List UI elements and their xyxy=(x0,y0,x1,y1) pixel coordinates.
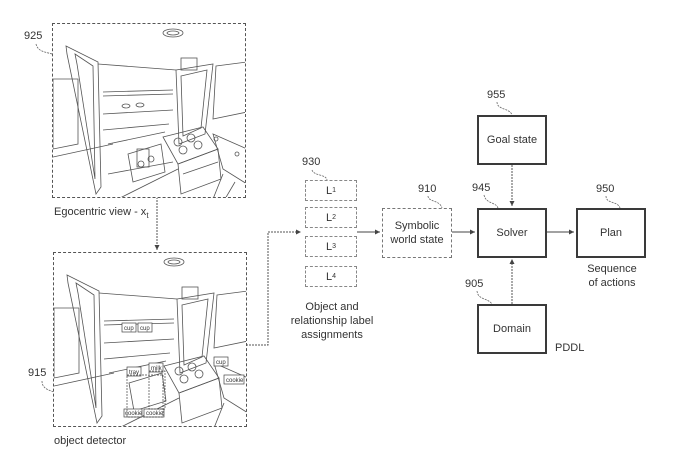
leader-910 xyxy=(427,195,443,209)
leader-945 xyxy=(483,194,499,209)
ref-945: 945 xyxy=(472,182,491,194)
arrow-detector-to-labels xyxy=(246,229,301,346)
caption-line: relationship label xyxy=(290,315,374,327)
detection-label: cup xyxy=(216,360,226,366)
symbolic-world-state-box: Symbolic world state xyxy=(382,208,452,258)
detection-label: milk xyxy=(151,366,163,372)
ref-910: 910 xyxy=(418,183,437,195)
label-letter: L xyxy=(325,211,333,224)
domain-box: Domain xyxy=(477,304,547,354)
egocentric-view-caption-text: Egocentric view - x xyxy=(54,206,147,218)
ref-950: 950 xyxy=(596,183,615,195)
detection-label: cup xyxy=(140,326,150,332)
caption-line: Object and xyxy=(305,301,359,313)
box-text-line: Symbolic xyxy=(394,220,440,232)
label-letter: L xyxy=(325,184,333,197)
ref-955: 955 xyxy=(487,89,506,101)
label-subscript: 4 xyxy=(332,273,337,280)
domain-label: Domain xyxy=(493,323,531,335)
solver-box: Solver xyxy=(477,208,547,258)
ref-915: 915 xyxy=(28,367,47,379)
label-letter: L xyxy=(325,240,333,253)
plan-caption: Sequence of actions xyxy=(578,262,646,290)
detection-box xyxy=(137,322,153,333)
ref-925: 925 xyxy=(24,30,43,42)
leader-950 xyxy=(605,195,621,209)
egocentric-view-caption-subscript: t xyxy=(146,211,149,221)
detection-box xyxy=(126,366,142,377)
detection-label: cookie xyxy=(146,411,164,417)
detection-label: tray xyxy=(129,370,139,376)
label-assignments-caption: Object and relationship label assignment… xyxy=(286,300,378,342)
leader-930 xyxy=(311,169,328,181)
solver-label: Solver xyxy=(496,227,528,239)
plan-box: Plan xyxy=(576,208,646,258)
detection-box xyxy=(223,374,245,385)
goal-state-label: Goal state xyxy=(486,134,538,146)
ref-930: 930 xyxy=(302,156,321,168)
kitchen-line-art-with-detections: cup cup milk tray cookie cookie cup cook… xyxy=(54,257,246,426)
detection-box xyxy=(148,362,164,373)
detection-label: cup xyxy=(124,326,134,332)
leader-955 xyxy=(496,101,513,116)
label-subscript: 1 xyxy=(332,187,337,194)
detection-box xyxy=(213,356,229,367)
label-subscript: 3 xyxy=(332,243,337,250)
pddl-caption: PDDL xyxy=(555,342,585,354)
detection-label: cookie xyxy=(226,378,244,384)
box-text-line: world state xyxy=(390,234,444,246)
plan-label: Plan xyxy=(599,227,623,239)
ref-905: 905 xyxy=(465,278,484,290)
caption-line: Sequence xyxy=(587,263,637,275)
egocentric-view-caption: Egocentric view - xt xyxy=(54,205,149,223)
detection-box xyxy=(121,322,137,333)
label-subscript: 2 xyxy=(332,214,337,221)
label-letter: L xyxy=(325,270,333,283)
object-detector-caption: object detector xyxy=(54,435,127,447)
caption-line: of actions xyxy=(588,277,636,289)
goal-state-box: Goal state xyxy=(477,115,547,165)
object-detector-image: cup cup milk tray cookie cookie cup cook… xyxy=(53,252,247,427)
detection-label: cookie xyxy=(125,411,143,417)
kitchen-line-art xyxy=(53,28,245,197)
caption-line: assignments xyxy=(301,329,363,341)
egocentric-view-image xyxy=(52,23,246,198)
leader-905 xyxy=(476,290,493,305)
